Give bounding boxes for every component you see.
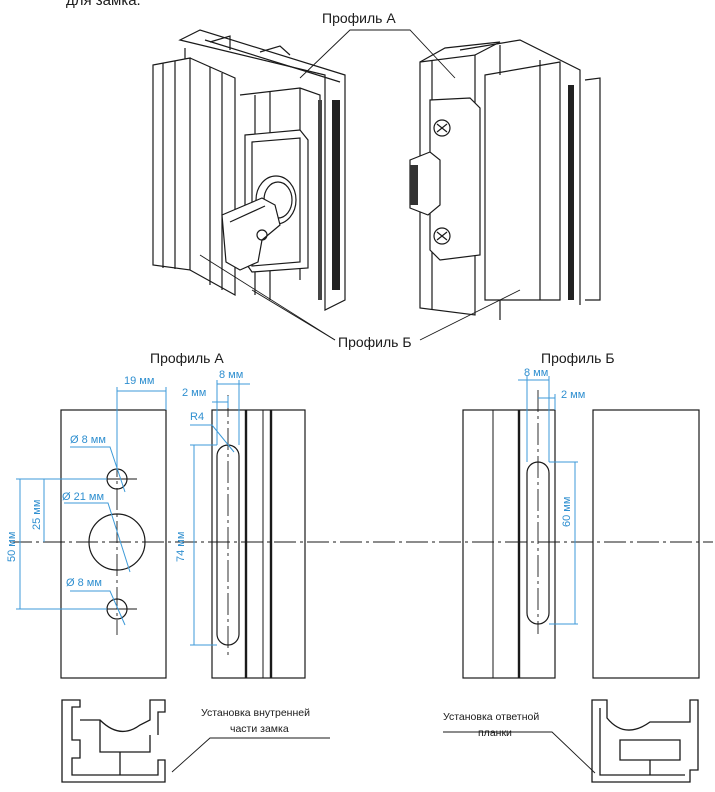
iso-leaders [199,29,521,341]
dim-hole-bottom: Ø 8 мм [66,577,102,589]
iso-label-profile-a: Профиль А [322,10,396,26]
note-inner-line1: Установка внутренней [201,707,310,719]
section-leaders [171,731,596,774]
note-inner-line2: части замка [230,723,289,735]
iso-assembly-left [152,29,346,311]
dim-width-8-a: 8 мм [219,369,243,381]
dim-spacing-50: 50 мм [6,532,18,562]
profile-a-face [60,409,167,679]
dim-offset-19: 19 мм [124,375,154,387]
dim-width-8-b: 8 мм [524,367,548,379]
iso-assembly-right [409,39,601,320]
drawing-title-profile-b: Профиль Б [541,350,615,366]
dim-radius: R4 [190,411,204,423]
profile-a-side [211,395,306,679]
dim-hole-top: Ø 8 мм [70,434,106,446]
header-fragment: для замка. [66,0,141,9]
dim-spacing-25: 25 мм [31,500,43,530]
drawing-title-profile-a: Профиль А [150,350,224,366]
iso-label-profile-b: Профиль Б [338,334,412,350]
dim-offset-2-a: 2 мм [182,387,206,399]
note-strike-line2: планки [478,727,512,739]
dimensions-profile-b [518,376,578,625]
dim-slot-60: 60 мм [561,497,573,527]
dim-offset-2-b: 2 мм [561,389,585,401]
section-profile-right [591,699,699,783]
dimensions-profile-a [16,380,250,646]
dim-slot-74: 74 мм [175,532,187,562]
profile-b-side [462,390,700,679]
section-profile-left [61,699,166,783]
note-strike-line1: Установка ответной [443,711,539,723]
dim-hole-center: Ø 21 мм [62,491,104,503]
